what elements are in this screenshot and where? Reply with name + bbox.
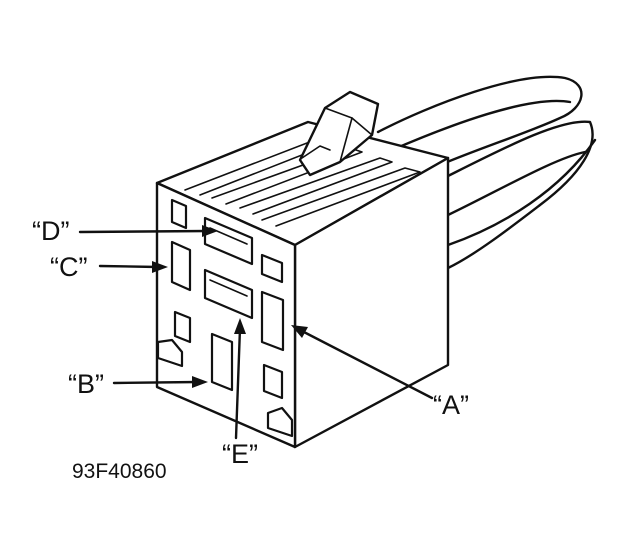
label-a: “A” xyxy=(433,390,469,420)
label-d: “D” xyxy=(32,216,69,246)
leader-lines xyxy=(78,225,434,440)
connector-top xyxy=(155,90,450,247)
label-e: “E” xyxy=(222,439,258,469)
figure-code: 93F40860 xyxy=(72,460,167,483)
connector-cavities xyxy=(156,198,294,438)
label-b: “B” xyxy=(68,369,104,399)
wire-harness xyxy=(376,75,597,270)
label-c: “C” xyxy=(50,252,87,282)
